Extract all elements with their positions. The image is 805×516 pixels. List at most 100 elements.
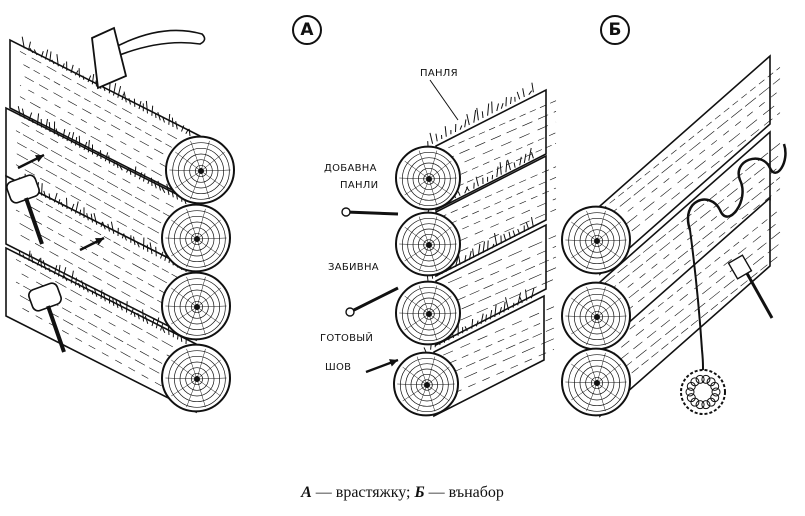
panel-b-log-1-grain bbox=[591, 78, 781, 229]
panel-b-log-3-ring bbox=[568, 354, 626, 412]
center-log-1-check bbox=[428, 178, 452, 196]
zabivna-chisel-cap bbox=[345, 307, 355, 317]
center-log-2-check bbox=[418, 244, 430, 272]
panel-b-log-3-check bbox=[596, 382, 606, 412]
center-log-4-grain bbox=[425, 317, 555, 374]
panel-a-log-1-ring bbox=[189, 159, 213, 183]
panel-a-arrow-1-head bbox=[35, 155, 44, 163]
panel-a-log-1-check bbox=[200, 170, 225, 189]
panel-b-log-3-check bbox=[596, 382, 621, 401]
panel-b-log-1-check bbox=[565, 239, 598, 242]
panel-b-log-1-pith bbox=[594, 238, 600, 244]
panel-a-log-3-ring bbox=[185, 295, 209, 319]
label-dobavna-line2: ПАНЛИ bbox=[340, 180, 379, 191]
center-log-3-check bbox=[404, 295, 430, 315]
center-log-4-grain bbox=[425, 306, 555, 363]
center-log-2-check bbox=[404, 244, 430, 262]
panel-a-moss-4 bbox=[18, 250, 187, 345]
label-gotovy-line2: ШОВ bbox=[325, 362, 352, 373]
center-log-3-check bbox=[428, 285, 438, 315]
panel-a-log-1-check bbox=[169, 169, 202, 172]
panel-b-log-1-check bbox=[571, 221, 598, 242]
panel-b-log-3-check bbox=[586, 382, 598, 412]
panel-a-log-2-check bbox=[196, 238, 221, 257]
panel-a-log-4-ring bbox=[179, 361, 215, 397]
panel-b-log-3-check bbox=[596, 381, 627, 384]
center-log-3-check bbox=[428, 313, 438, 341]
panel-a-log-3-check bbox=[196, 306, 206, 336]
panel-b-log-1-ring bbox=[568, 212, 626, 270]
panlya-leader bbox=[429, 79, 459, 121]
label-dobavna-line1: ДОБАВНА bbox=[324, 163, 377, 174]
center-log-4-check bbox=[402, 384, 428, 402]
center-log-1-check bbox=[428, 177, 457, 180]
panel-b-log-2-grain bbox=[591, 165, 781, 317]
panel-a-log-3-check bbox=[196, 306, 221, 325]
panel-b-chisel bbox=[742, 267, 774, 319]
panel-b-coil-loop bbox=[695, 374, 705, 384]
axe-handle bbox=[109, 29, 206, 60]
panel-a-moss-1 bbox=[21, 36, 191, 137]
center-log-3-check bbox=[428, 312, 457, 315]
panel-a-log-1-check bbox=[190, 170, 202, 200]
panel-b-log-3-grain bbox=[591, 220, 781, 371]
center-log-4-check bbox=[426, 383, 455, 386]
panel-b-log-1-check bbox=[586, 210, 598, 242]
panel-a-log-2-check bbox=[186, 238, 198, 268]
panel-b-log-2-check bbox=[596, 316, 606, 346]
center-log-1-check bbox=[404, 160, 430, 180]
center-log-1-grain bbox=[427, 100, 557, 157]
panel-b-log-3-check bbox=[565, 381, 598, 384]
panel-a-log-2-ring bbox=[179, 221, 215, 257]
panel-a-log-2-grain bbox=[15, 164, 189, 261]
panel-b-coil-loop bbox=[710, 381, 720, 391]
panel-a-log-3-grain bbox=[15, 221, 189, 318]
center-log-1-check bbox=[418, 178, 430, 206]
panel-b-log-3-check bbox=[596, 352, 606, 384]
panel-b-log-2-ring bbox=[579, 299, 615, 335]
panel-a-letter: А bbox=[300, 20, 314, 40]
panel-b-log-2-pith bbox=[594, 314, 600, 320]
panel-b-chisel-head bbox=[727, 254, 753, 280]
panel-a-log-4-check bbox=[165, 377, 198, 380]
center-wall bbox=[341, 79, 557, 418]
center-log-2-pith bbox=[426, 242, 432, 248]
panel-b-log-2-check bbox=[571, 297, 598, 318]
panel-b-log-1-ring bbox=[573, 217, 621, 265]
center-log-2-check bbox=[428, 244, 438, 272]
panel-a-log-3-check bbox=[186, 306, 198, 336]
panel-b-log-3-check bbox=[596, 363, 621, 384]
label-panlya: ПАНЛЯ bbox=[420, 68, 458, 79]
center-log-2-ring bbox=[417, 233, 441, 257]
dobavna-chisel-cap bbox=[341, 207, 351, 217]
panel-a-log-1-grain bbox=[19, 96, 193, 193]
panel-b-coil-loop bbox=[701, 400, 711, 410]
panel-a-log-4-ring bbox=[168, 350, 226, 408]
center-log-3-check bbox=[428, 295, 452, 315]
panel-a-log-1-check bbox=[200, 140, 210, 172]
panel-a-log-3-check bbox=[186, 276, 198, 308]
center-log-1-ring bbox=[407, 157, 451, 201]
panel-a-log-2-check bbox=[196, 238, 206, 268]
panel-b-log-2-check bbox=[571, 316, 598, 335]
panel-b-log-2-ring bbox=[568, 288, 626, 346]
panel-a-log-1-grain bbox=[19, 85, 193, 182]
panel-b-log-1-check bbox=[596, 240, 606, 270]
panel-b-log-3-ring bbox=[585, 371, 609, 395]
center-log-3-check bbox=[428, 313, 452, 331]
center-log-3-ring bbox=[417, 302, 441, 326]
zabivna-chisel bbox=[349, 286, 399, 314]
center-log-3-ring bbox=[401, 286, 457, 342]
panel-a-log-4-ring bbox=[185, 367, 209, 391]
center-log-4-check bbox=[416, 356, 428, 386]
center-log-1-ring bbox=[417, 167, 441, 191]
dobavna-chisel bbox=[345, 210, 399, 216]
center-log-2-ring bbox=[412, 228, 446, 262]
panel-a-arrow-2-head bbox=[95, 238, 104, 246]
center-log-3-check bbox=[404, 313, 430, 331]
center-log-1-check bbox=[418, 150, 430, 180]
panel-b-log-2-check bbox=[596, 316, 621, 335]
center-log-2-check bbox=[428, 216, 438, 246]
panel-a-log-1-ring bbox=[177, 147, 225, 195]
panel-b-log-1-grain bbox=[591, 101, 781, 252]
